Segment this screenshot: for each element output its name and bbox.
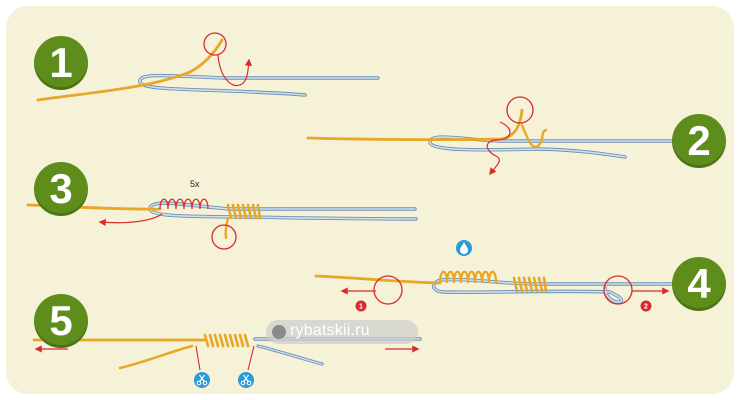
highlight-circle <box>211 224 237 250</box>
wrap-count-label: 5x <box>190 179 200 189</box>
step-1-badge: 1 <box>34 36 88 90</box>
scissors-icon <box>194 372 210 388</box>
step-1-number: 1 <box>49 39 73 86</box>
panel-background <box>6 6 734 394</box>
yellow-tag-end <box>224 216 230 240</box>
cut-line-right <box>247 345 255 371</box>
wrap-direction-arrow <box>486 121 511 176</box>
blue-line <box>432 277 674 304</box>
scissors-icon <box>238 372 254 388</box>
step-2-badge: 2 <box>672 114 726 168</box>
blue-line <box>138 73 380 97</box>
watermark: rybatskii.ru <box>266 320 418 344</box>
step-4-number: 4 <box>687 260 711 307</box>
yellow-line <box>306 108 524 142</box>
step-1-illustration <box>36 32 380 102</box>
step-3-badge: 3 <box>34 162 88 216</box>
watermark-logo <box>272 325 286 339</box>
highlight-circle-right <box>603 275 633 305</box>
pull-arrow-left <box>98 213 163 227</box>
highlight-circle <box>506 96 534 124</box>
yellow-tag-end <box>118 344 194 370</box>
step-3-illustration <box>26 198 418 250</box>
direction-arrow <box>217 54 253 87</box>
water-drop-icon <box>456 240 472 256</box>
blue-line <box>428 135 674 159</box>
highlight-circle-left <box>373 275 403 305</box>
yellow-wraps <box>226 203 262 220</box>
yellow-coils <box>438 270 498 284</box>
step-4-illustration: 1 2 <box>314 240 674 312</box>
step-2-illustration <box>306 96 674 176</box>
finished-knot <box>203 333 250 348</box>
yellow-wraps <box>512 276 548 293</box>
direction-marker-2-label: 2 <box>644 304 648 311</box>
step-5-number: 5 <box>49 297 73 344</box>
step-5-badge: 5 <box>34 294 88 348</box>
yellow-line-loop <box>520 123 548 149</box>
step-4-badge: 4 <box>672 257 726 311</box>
watermark-text: rybatskii.ru <box>290 322 370 339</box>
step-3-number: 3 <box>49 165 73 212</box>
direction-marker-1: 1 <box>355 300 367 312</box>
blue-tag-end <box>256 344 324 366</box>
yellow-line <box>314 274 442 285</box>
highlight-circle <box>203 32 227 56</box>
step-2-number: 2 <box>687 117 711 164</box>
red-wrap-turns <box>159 198 209 210</box>
direction-marker-1-label: 1 <box>359 304 363 311</box>
cut-line-left <box>195 345 201 371</box>
direction-marker-2: 2 <box>640 300 652 312</box>
